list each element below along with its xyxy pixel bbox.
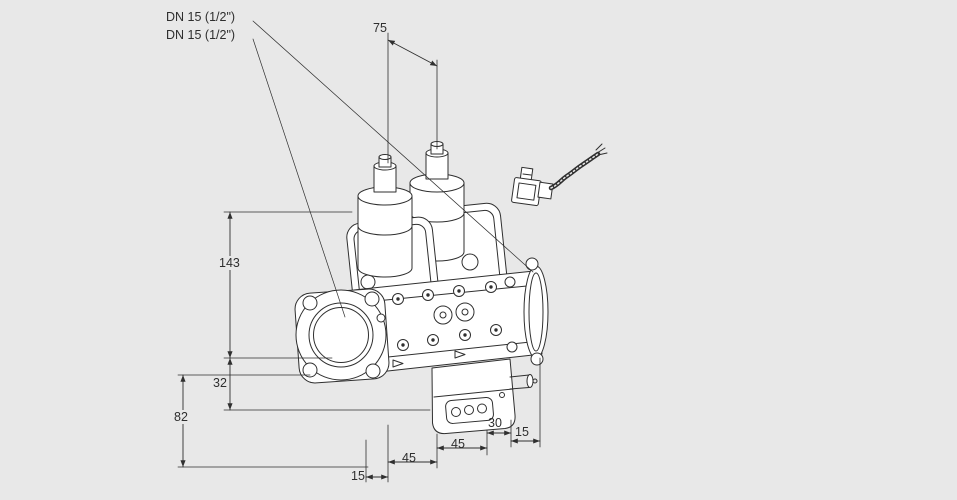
body-screws xyxy=(376,276,518,353)
extension-lines xyxy=(177,32,541,483)
coil-body xyxy=(357,195,413,278)
test-point-spigot xyxy=(509,374,538,390)
cable-plug-assembly xyxy=(511,143,608,207)
dim-label-15-left: 15 xyxy=(351,469,365,483)
dim-label-15-right: 15 xyxy=(515,425,529,439)
dim-label-143: 143 xyxy=(217,256,242,270)
dim-label-45-left: 45 xyxy=(402,451,416,465)
flange-bolt xyxy=(302,362,318,378)
din-plug xyxy=(511,177,542,207)
flange-bolt xyxy=(364,291,380,307)
dim-label-45-right: 45 xyxy=(451,437,465,451)
dim-line-75 xyxy=(387,39,438,67)
flow-direction-arrows xyxy=(392,350,466,368)
dim-label-75: 75 xyxy=(373,21,387,35)
flange-bolt xyxy=(302,295,318,311)
dim-label-32: 32 xyxy=(213,376,227,390)
label-dn-bottom: DN 15 (1/2") xyxy=(166,28,236,42)
flange-bolt xyxy=(365,363,381,379)
dim-label-30: 30 xyxy=(488,416,502,430)
inlet-flange-left xyxy=(294,288,390,384)
outlet-flange-right xyxy=(523,257,549,366)
leader-lines xyxy=(252,20,534,318)
plate-screw xyxy=(461,253,479,271)
bottom-block xyxy=(431,358,516,435)
label-dn-top: DN 15 (1/2") xyxy=(166,10,236,24)
cable-gland xyxy=(537,181,554,200)
dim-label-82: 82 xyxy=(172,410,190,424)
plate-screw xyxy=(360,274,376,290)
